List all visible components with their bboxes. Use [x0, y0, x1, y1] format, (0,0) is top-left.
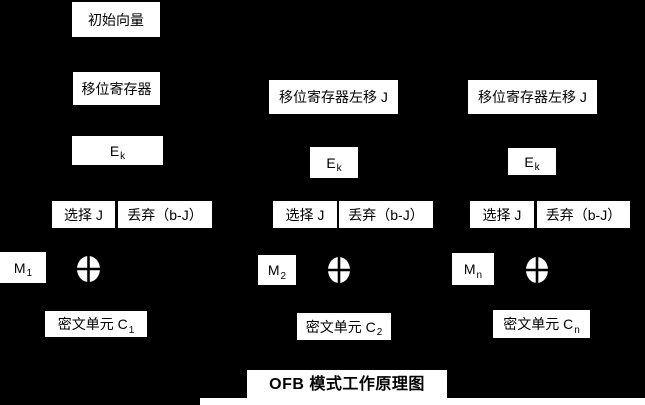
message-box-2: M2: [258, 255, 296, 285]
discard-label-2: 丢弃（b-J）: [348, 206, 424, 223]
ciphertext-unit-box-n: 密文单元 Cn: [493, 310, 590, 338]
discard-box-n: 丢弃（b-J）: [537, 201, 630, 228]
discard-box-1: 丢弃（b-J）: [118, 201, 212, 228]
xor-icon: [77, 256, 100, 287]
message-box-1: M1: [0, 252, 46, 283]
xor-icon: [328, 257, 350, 288]
bottom-edge-strip: [200, 398, 645, 405]
select-box-1: 选择 J: [52, 201, 115, 228]
encrypt-box-2: Ek: [310, 147, 358, 178]
ciphertext-unit-label-2: 密文单元 C2: [305, 318, 383, 339]
discard-label-n: 丢弃（b-J）: [545, 206, 622, 223]
xor-icon: [526, 257, 548, 288]
select-box-n: 选择 J: [470, 201, 534, 228]
shift-register-label-n: 移位寄存器左移 J: [478, 89, 587, 105]
discard-box-2: 丢弃（b-J）: [339, 201, 433, 228]
encrypt-label-n: Ek: [524, 153, 540, 174]
shift-register-label-1: 移位寄存器: [81, 80, 152, 97]
shift-register-box-n: 移位寄存器左移 J: [468, 80, 597, 114]
ciphertext-unit-box-1: 密文单元 C1: [45, 311, 147, 337]
ciphertext-unit-label-n: 密文单元 Cn: [503, 316, 580, 336]
message-label-2: M2: [267, 262, 287, 282]
shift-register-box-2: 移位寄存器左移 J: [269, 80, 398, 114]
ciphertext-unit-label-1: 密文单元 C1: [57, 316, 135, 336]
select-box-2: 选择 J: [273, 201, 337, 228]
discard-label-1: 丢弃（b-J）: [127, 206, 203, 223]
encrypt-box-n: Ek: [508, 148, 556, 175]
select-label-2: 选择 J: [285, 206, 325, 223]
ciphertext-unit-box-2: 密文单元 C2: [297, 313, 391, 340]
message-label-1: M1: [13, 259, 33, 280]
message-label-n: Mn: [463, 261, 483, 281]
encrypt-label-1: Ek: [109, 142, 126, 163]
message-box-n: Mn: [452, 253, 494, 285]
diagram-title: OFB 模式工作原理图: [269, 376, 425, 393]
shift-register-box-1: 移位寄存器: [73, 72, 160, 105]
encrypt-label-2: Ek: [326, 154, 342, 175]
initial-vector-label: 初始向量: [88, 11, 144, 28]
encrypt-box-1: Ek: [72, 136, 163, 165]
select-label-n: 选择 J: [482, 206, 522, 223]
shift-register-label-2: 移位寄存器左移 J: [279, 89, 388, 105]
initial-vector-box: 初始向量: [72, 2, 160, 37]
diagram-title-box: OFB 模式工作原理图: [247, 370, 447, 400]
select-label-1: 选择 J: [64, 206, 103, 223]
